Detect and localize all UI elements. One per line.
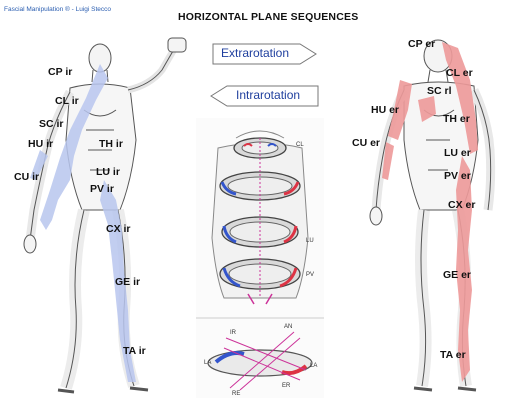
label-cl-er: CL er — [446, 67, 473, 79]
diagram-label-ir: IR — [230, 330, 236, 336]
label-th-er: TH er — [443, 113, 470, 125]
label-ta-er: TA er — [440, 349, 466, 361]
label-cl-ir: CL ir — [55, 95, 79, 107]
label-cx-er: CX er — [448, 199, 475, 211]
label-hu-ir: HU ir — [28, 138, 53, 150]
right-anatomy-figure — [338, 30, 512, 398]
page-title: HORIZONTAL PLANE SEQUENCES — [178, 11, 358, 23]
label-ge-er: GE er — [443, 269, 471, 281]
cross-section-diagram — [196, 118, 324, 398]
label-cu-ir: CU ir — [14, 171, 39, 183]
intrarotation-arrow: Intrarotation — [210, 83, 320, 109]
label-ge-ir: GE ir — [115, 276, 140, 288]
label-sc-rl: SC rl — [427, 85, 452, 97]
diagram-label-lu: LU — [306, 238, 314, 244]
label-pv-er: PV er — [444, 170, 471, 182]
diagram-label-re: RE — [232, 391, 240, 397]
left-anatomy-figure — [0, 30, 200, 398]
label-ta-ir: TA ir — [123, 345, 146, 357]
diagram-label-la-right: LA — [310, 363, 317, 369]
label-cx-ir: CX ir — [106, 223, 131, 235]
diagram-label-er: ER — [282, 383, 290, 389]
credit-text: Fascial Manipulation ® - Luigi Stecco — [4, 6, 111, 13]
label-pv-ir: PV ir — [90, 183, 114, 195]
diagram-label-la-left: LA — [204, 360, 211, 366]
label-lu-ir: LU ir — [96, 166, 120, 178]
label-cp-er: CP er — [408, 38, 435, 50]
label-cp-ir: CP ir — [48, 66, 72, 78]
extrarotation-label: Extrarotation — [221, 46, 289, 60]
extrarotation-arrow: Extrarotation — [212, 41, 318, 67]
label-th-ir: TH ir — [99, 138, 123, 150]
diagram-label-pv: PV — [306, 272, 314, 278]
label-hu-er: HU er — [371, 104, 399, 116]
label-cu-er: CU er — [352, 137, 380, 149]
diagram-label-an: AN — [284, 324, 292, 330]
label-lu-er: LU er — [444, 147, 471, 159]
diagram-label-cl: CL — [296, 142, 304, 148]
intrarotation-label: Intrarotation — [236, 88, 300, 102]
label-sc-ir: SC ir — [39, 118, 64, 130]
